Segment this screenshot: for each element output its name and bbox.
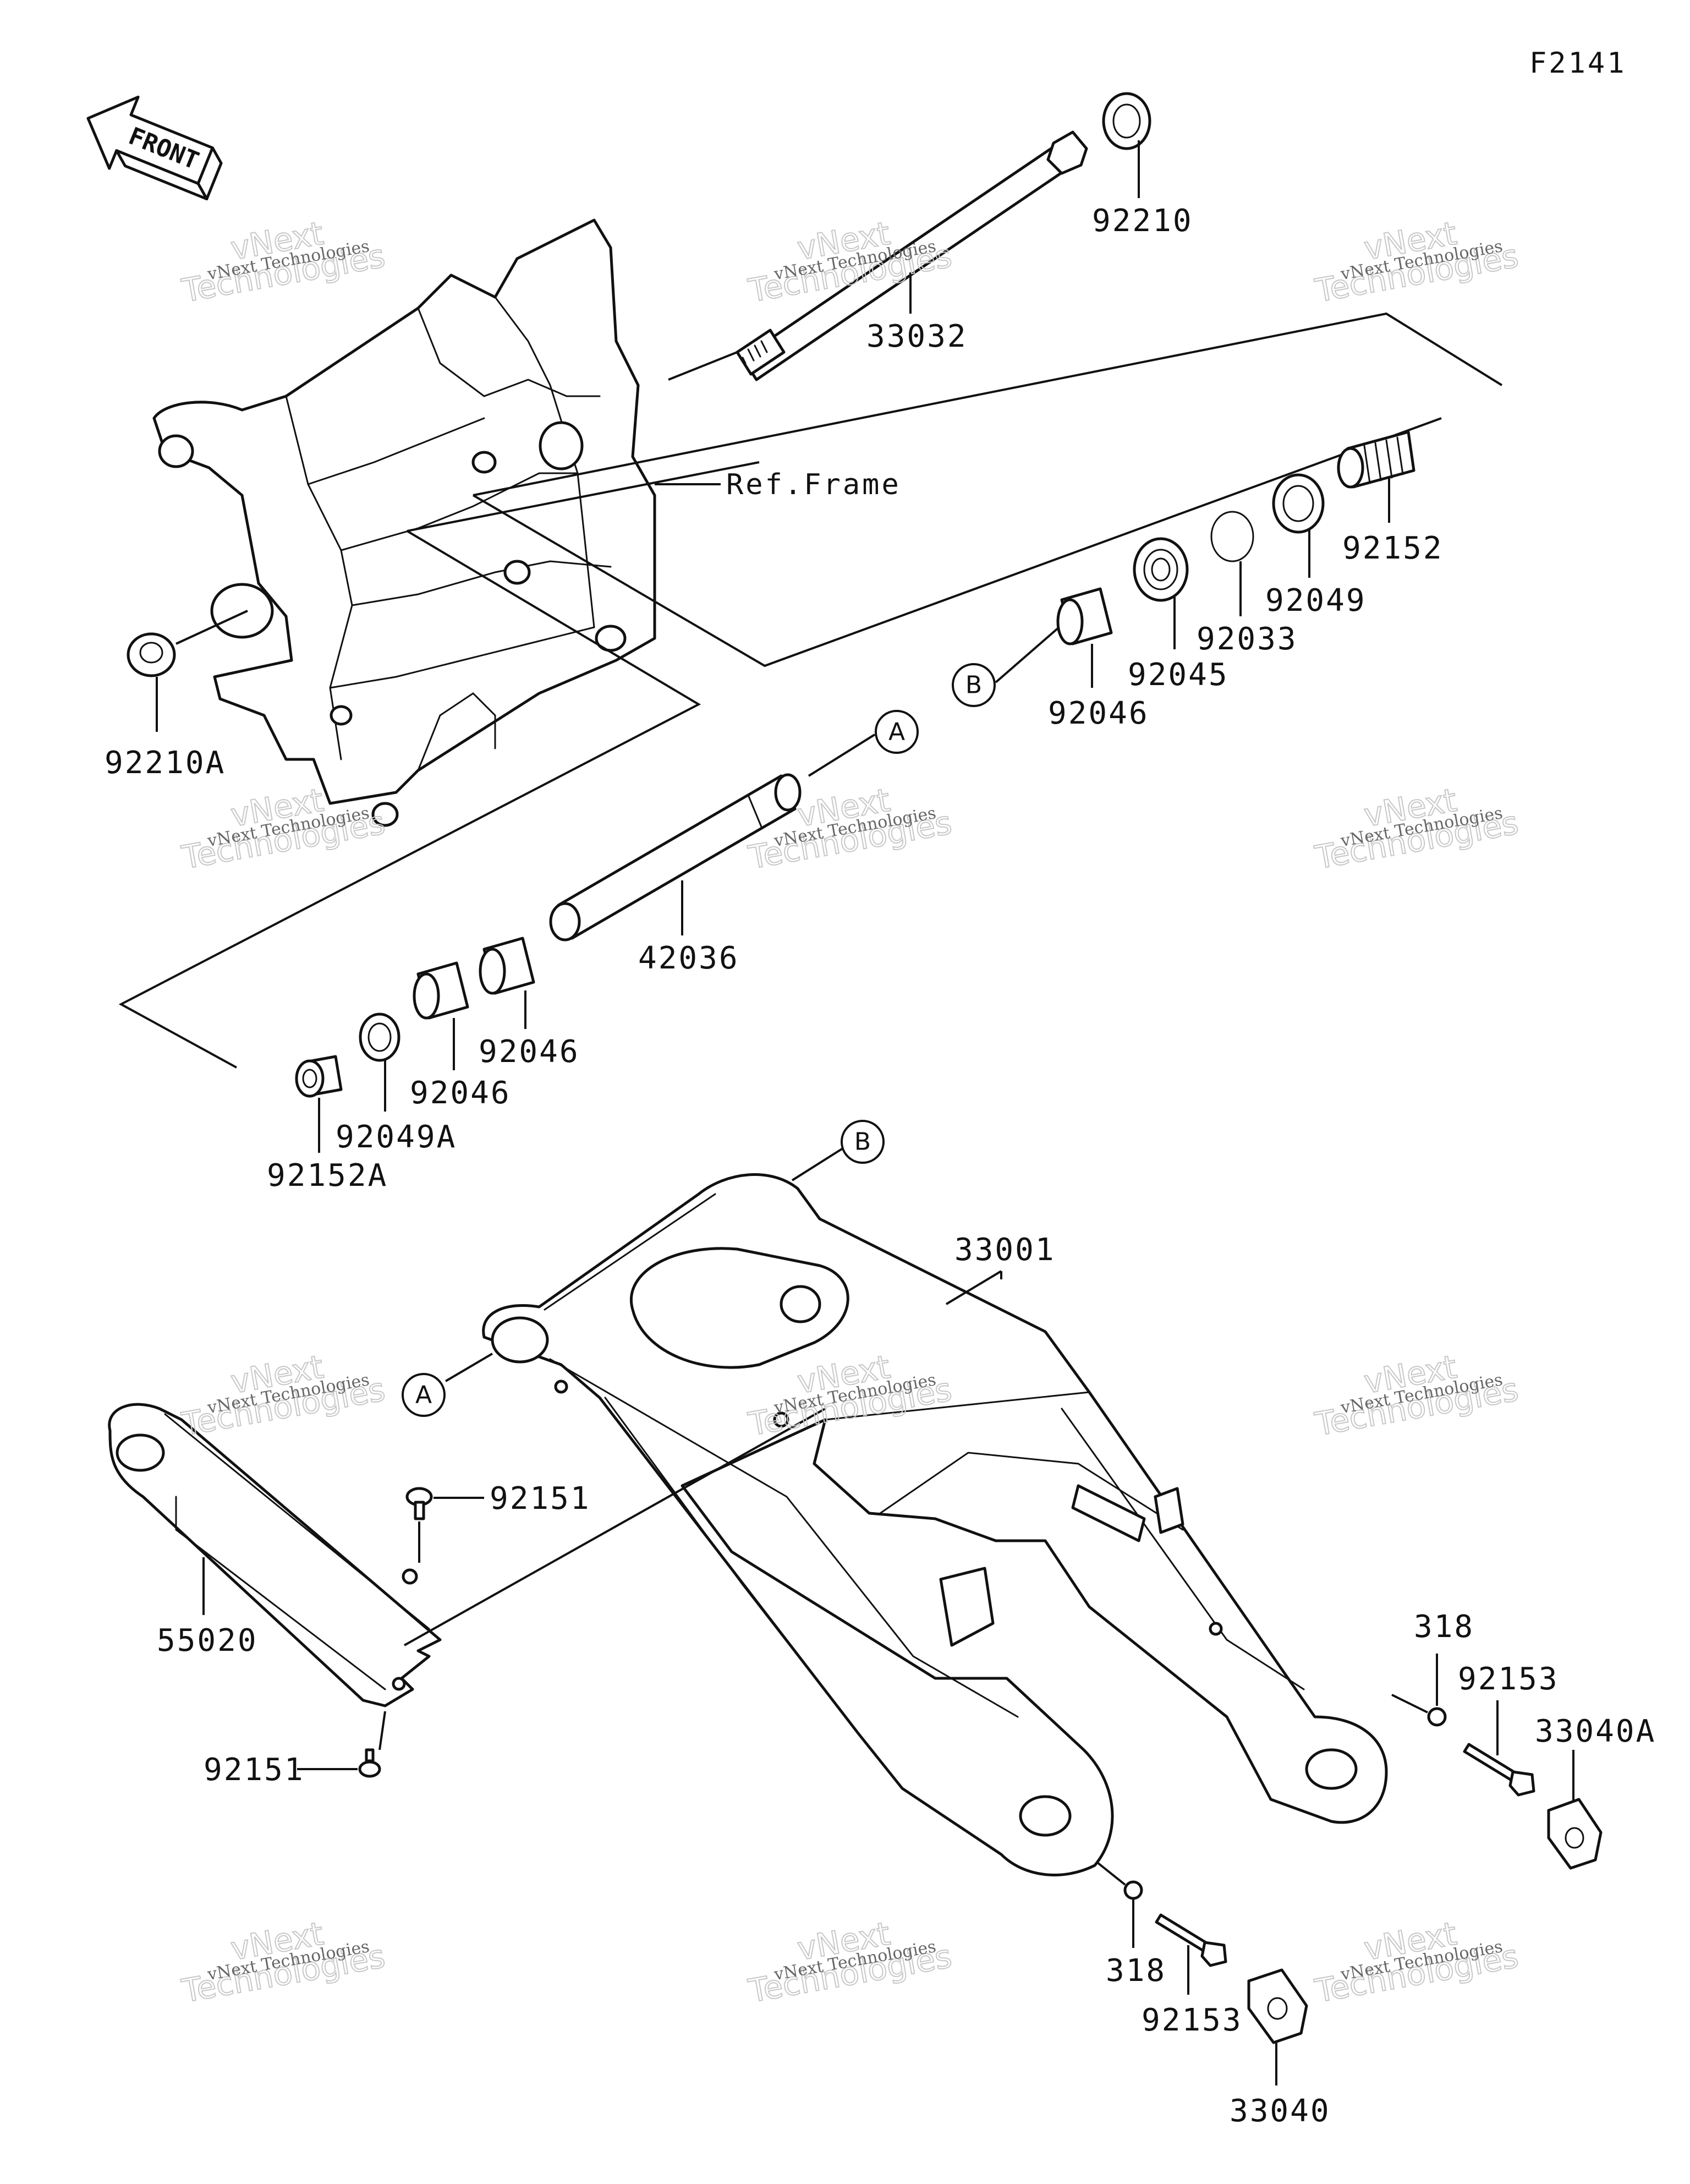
label-92151-top: 92151 bbox=[490, 1481, 591, 1517]
label-92152A: 92152A bbox=[267, 1158, 388, 1194]
label-55020: 55020 bbox=[157, 1623, 258, 1658]
label-92045: 92045 bbox=[1128, 657, 1229, 693]
part-92046-b-bearing bbox=[413, 961, 469, 1020]
part-318-bot-nut bbox=[1123, 1880, 1143, 1900]
part-92153-right-bolt bbox=[1463, 1743, 1535, 1797]
label-92152: 92152 bbox=[1342, 530, 1444, 566]
label-33040: 33040 bbox=[1230, 2093, 1331, 2129]
frame-illustration bbox=[152, 218, 656, 827]
label-42036: 42036 bbox=[638, 940, 739, 976]
label-92049: 92049 bbox=[1265, 583, 1367, 618]
part-92153-bot-bolt bbox=[1155, 1913, 1227, 1967]
part-33032-shaft bbox=[736, 130, 1088, 381]
label-92210A: 92210A bbox=[105, 745, 226, 781]
label-33032: 33032 bbox=[866, 319, 968, 354]
part-92210-nut bbox=[1102, 92, 1151, 150]
callout-a-swingarm: A bbox=[415, 1381, 432, 1409]
label-92151-bot: 92151 bbox=[204, 1752, 305, 1788]
part-92151-top-screw bbox=[405, 1487, 433, 1520]
part-92046-top-bearing bbox=[1056, 587, 1113, 645]
label-92210: 92210 bbox=[1092, 203, 1193, 239]
callout-b-swingarm: B bbox=[854, 1128, 871, 1156]
label-33040A: 33040A bbox=[1535, 1714, 1656, 1749]
part-33040-adjuster bbox=[1247, 1968, 1308, 2044]
front-arrow-icon: FRONT bbox=[86, 95, 223, 201]
ref-frame-label: Ref.Frame bbox=[726, 468, 901, 501]
part-92152-collar bbox=[1337, 430, 1415, 489]
part-33040A-adjuster bbox=[1547, 1798, 1603, 1870]
part-92033-circlip bbox=[1210, 511, 1254, 562]
label-92046-a: 92046 bbox=[479, 1034, 580, 1070]
label-92046-top: 92046 bbox=[1048, 696, 1149, 731]
part-318-right-nut bbox=[1427, 1707, 1447, 1727]
part-92045-bearing bbox=[1133, 537, 1189, 602]
label-92153-bot: 92153 bbox=[1142, 2002, 1243, 2038]
label-92153-right: 92153 bbox=[1458, 1661, 1559, 1697]
part-92049A-seal bbox=[359, 1012, 400, 1062]
part-92210A-nut bbox=[127, 632, 176, 677]
label-33001: 33001 bbox=[954, 1232, 1056, 1268]
label-92033: 92033 bbox=[1197, 621, 1298, 657]
part-92152A-collar bbox=[295, 1055, 343, 1098]
diagram-code: F2141 bbox=[1529, 47, 1627, 80]
part-92151-bot-screw bbox=[358, 1748, 381, 1778]
part-92049-seal bbox=[1272, 473, 1325, 534]
part-55020-chain-guard bbox=[108, 1403, 442, 1707]
label-92046-b: 92046 bbox=[410, 1075, 511, 1111]
part-33001-swingarm bbox=[482, 1173, 1388, 1876]
part-42036-sleeve bbox=[549, 773, 802, 942]
label-318-bot: 318 bbox=[1106, 1953, 1166, 1989]
label-318-right: 318 bbox=[1414, 1609, 1474, 1645]
callout-b-top: B bbox=[965, 671, 982, 699]
part-92046-a-bearing bbox=[479, 937, 535, 995]
callout-a-top: A bbox=[888, 718, 905, 746]
label-92049A: 92049A bbox=[336, 1119, 457, 1155]
